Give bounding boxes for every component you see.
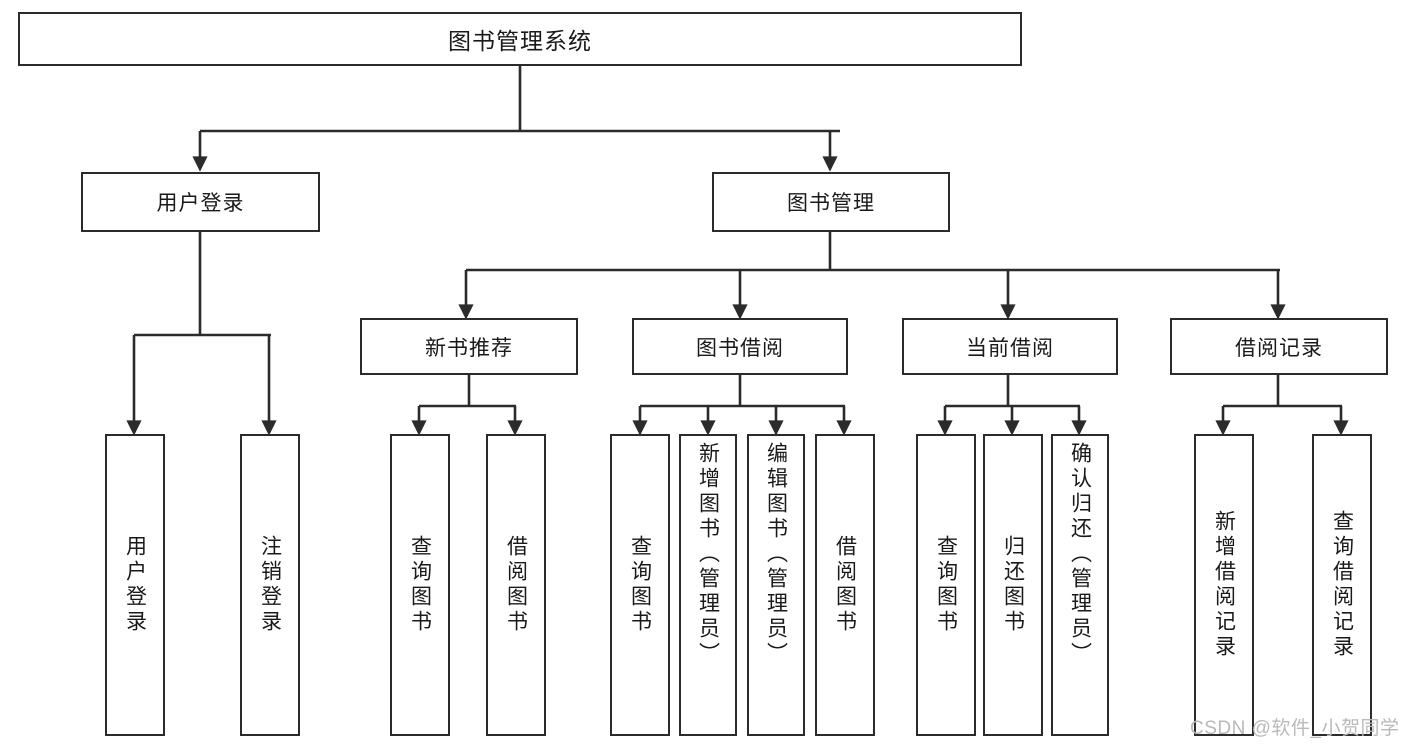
node-label: 查询图书 [934, 535, 958, 635]
leaf-recommend-query-book[interactable]: 查询图书 [390, 434, 450, 736]
node-label: 查询图书 [408, 535, 432, 635]
leaf-current-confirm-return-admin[interactable]: 确认归还（管理员） [1051, 434, 1109, 736]
csdn-watermark: CSDN @软件_小贺同学 [1190, 718, 1400, 739]
node-current-borrow[interactable]: 当前借阅 [902, 318, 1118, 375]
node-label: 用户登录 [123, 535, 147, 635]
node-label: 当前借阅 [966, 336, 1054, 360]
leaf-record-query-record[interactable]: 查询借阅记录 [1312, 434, 1372, 736]
node-label: 确认归还（管理员） [1068, 442, 1092, 667]
node-user-login[interactable]: 用户登录 [81, 172, 320, 232]
node-label: 借阅图书 [504, 535, 528, 635]
node-label: 查询图书 [628, 535, 652, 635]
node-label: 借阅记录 [1235, 336, 1323, 360]
node-new-book-recommend[interactable]: 新书推荐 [360, 318, 578, 375]
node-label: 新书推荐 [425, 336, 513, 360]
leaf-current-query-book[interactable]: 查询图书 [916, 434, 976, 736]
leaf-borrow-borrow-book[interactable]: 借阅图书 [815, 434, 875, 736]
node-label: 归还图书 [1001, 535, 1025, 635]
node-label: 新增图书（管理员） [696, 442, 720, 667]
node-label: 图书管理 [787, 192, 875, 215]
node-label: 借阅图书 [833, 535, 857, 635]
node-label: 编辑图书（管理员） [764, 442, 788, 667]
leaf-borrow-edit-book-admin[interactable]: 编辑图书（管理员） [747, 434, 805, 736]
node-label: 用户登录 [156, 192, 245, 215]
leaf-recommend-borrow-book[interactable]: 借阅图书 [486, 434, 546, 736]
leaf-user-login-logout[interactable]: 注销登录 [240, 434, 300, 736]
node-label: 新增借阅记录 [1212, 510, 1236, 660]
leaf-borrow-add-book-admin[interactable]: 新增图书（管理员） [679, 434, 737, 736]
node-borrow-record[interactable]: 借阅记录 [1170, 318, 1388, 375]
node-book-management[interactable]: 图书管理 [712, 172, 950, 232]
node-book-borrow[interactable]: 图书借阅 [632, 318, 848, 375]
leaf-user-login-login[interactable]: 用户登录 [105, 434, 165, 736]
leaf-current-return-book[interactable]: 归还图书 [983, 434, 1043, 736]
node-label: 注销登录 [258, 535, 282, 635]
node-label: 图书管理系统 [448, 28, 592, 54]
node-root-system[interactable]: 图书管理系统 [18, 12, 1022, 66]
leaf-borrow-query-book[interactable]: 查询图书 [610, 434, 670, 736]
node-label: 查询借阅记录 [1330, 510, 1354, 660]
leaf-record-add-record[interactable]: 新增借阅记录 [1194, 434, 1254, 736]
node-label: 图书借阅 [696, 336, 784, 360]
